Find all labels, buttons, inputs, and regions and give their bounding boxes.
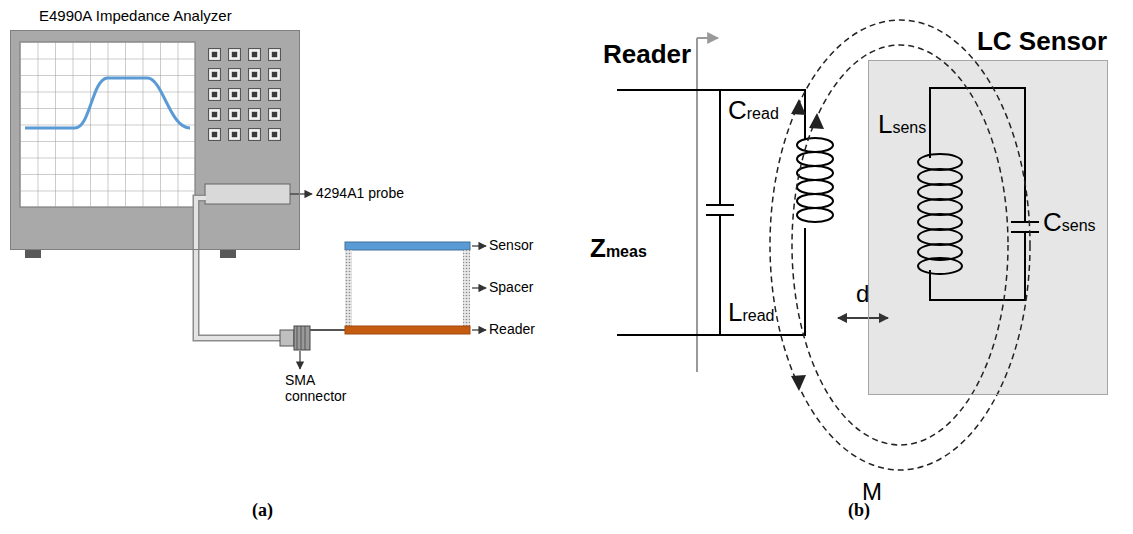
sensor-ground bbox=[868, 60, 1108, 395]
button bbox=[209, 109, 221, 121]
distance-arrow bbox=[838, 317, 888, 319]
impedance-curve bbox=[25, 78, 190, 128]
probe-label: 4294A1 probe bbox=[316, 185, 404, 201]
analyzer-body bbox=[10, 30, 300, 250]
leader-arrow bbox=[472, 287, 486, 288]
button bbox=[269, 69, 281, 81]
distance-label: d bbox=[856, 280, 869, 308]
button-grid bbox=[209, 49, 281, 141]
button bbox=[229, 109, 241, 121]
part-label: Spacer bbox=[489, 279, 533, 295]
analyzer-foot bbox=[220, 250, 236, 258]
coil-turn bbox=[797, 138, 833, 152]
sma-thread bbox=[297, 326, 305, 350]
button bbox=[269, 129, 281, 141]
button bbox=[209, 69, 221, 81]
button bbox=[249, 89, 261, 101]
spacer-column bbox=[463, 250, 470, 326]
coil-turn bbox=[797, 208, 833, 222]
probe-cable bbox=[196, 198, 282, 338]
button bbox=[229, 89, 241, 101]
coil-turn bbox=[918, 169, 962, 185]
coil-turn bbox=[797, 166, 833, 180]
sma-body bbox=[280, 330, 294, 346]
button bbox=[269, 89, 281, 101]
analyzer-screen bbox=[20, 42, 195, 207]
coil-turn bbox=[918, 154, 962, 170]
panel-label: (a) bbox=[252, 500, 273, 521]
reader-coil bbox=[797, 138, 833, 222]
button bbox=[229, 49, 241, 61]
device-heading: LC Sensor bbox=[977, 27, 1107, 57]
sma-nut bbox=[294, 326, 310, 350]
wire bbox=[617, 90, 805, 140]
section-heading: Reader bbox=[603, 40, 691, 70]
button bbox=[249, 109, 261, 121]
port-arrow bbox=[697, 37, 718, 39]
connector-label: SMA connector bbox=[285, 372, 365, 404]
spacer-column bbox=[345, 250, 352, 326]
flux-loop bbox=[770, 20, 1030, 470]
sensor-layer bbox=[345, 242, 470, 250]
component-label: Lread bbox=[728, 298, 775, 328]
button bbox=[249, 129, 261, 141]
button bbox=[209, 129, 221, 141]
coil-turn bbox=[918, 199, 962, 215]
leader-arrow bbox=[472, 245, 486, 246]
button bbox=[249, 49, 261, 61]
sensor-coil bbox=[918, 154, 962, 274]
part-label: Sensor bbox=[489, 237, 533, 253]
component-label: Cread bbox=[728, 96, 779, 126]
flux-arrow bbox=[791, 99, 806, 115]
leader-arrow bbox=[299, 351, 300, 369]
button bbox=[209, 49, 221, 61]
component-label: Lsens bbox=[878, 110, 926, 140]
flux-arrow bbox=[809, 113, 824, 129]
button bbox=[269, 49, 281, 61]
button bbox=[269, 109, 281, 121]
device-heading: E4990A Impedance Analyzer bbox=[39, 7, 232, 24]
button bbox=[229, 129, 241, 141]
panel-label: (b) bbox=[848, 500, 870, 521]
coil-turn bbox=[918, 258, 962, 274]
component-label: Csens bbox=[1043, 208, 1096, 238]
coil-turn bbox=[797, 180, 833, 194]
sma-pin bbox=[310, 329, 345, 331]
leader-arrow bbox=[472, 329, 486, 330]
analyzer-box: E4990A Impedance Analyzer bbox=[10, 30, 300, 250]
button bbox=[229, 69, 241, 81]
analyzer-foot bbox=[25, 250, 41, 258]
screen-grid bbox=[20, 42, 195, 207]
coil-turn bbox=[918, 184, 962, 200]
flux-loop bbox=[792, 45, 1008, 445]
coil-turn bbox=[918, 229, 962, 245]
coil-turn bbox=[918, 214, 962, 230]
button bbox=[209, 89, 221, 101]
part-label: Reader bbox=[489, 321, 535, 337]
button bbox=[249, 69, 261, 81]
probe-cable-core bbox=[196, 198, 282, 338]
impedance-label: Zmeas bbox=[590, 234, 647, 264]
probe-slot bbox=[205, 184, 290, 204]
leader-arrow bbox=[290, 193, 312, 194]
coil-turn bbox=[797, 194, 833, 208]
reader-layer bbox=[345, 326, 470, 334]
port-line bbox=[696, 38, 698, 372]
flux-arrow bbox=[791, 375, 806, 391]
